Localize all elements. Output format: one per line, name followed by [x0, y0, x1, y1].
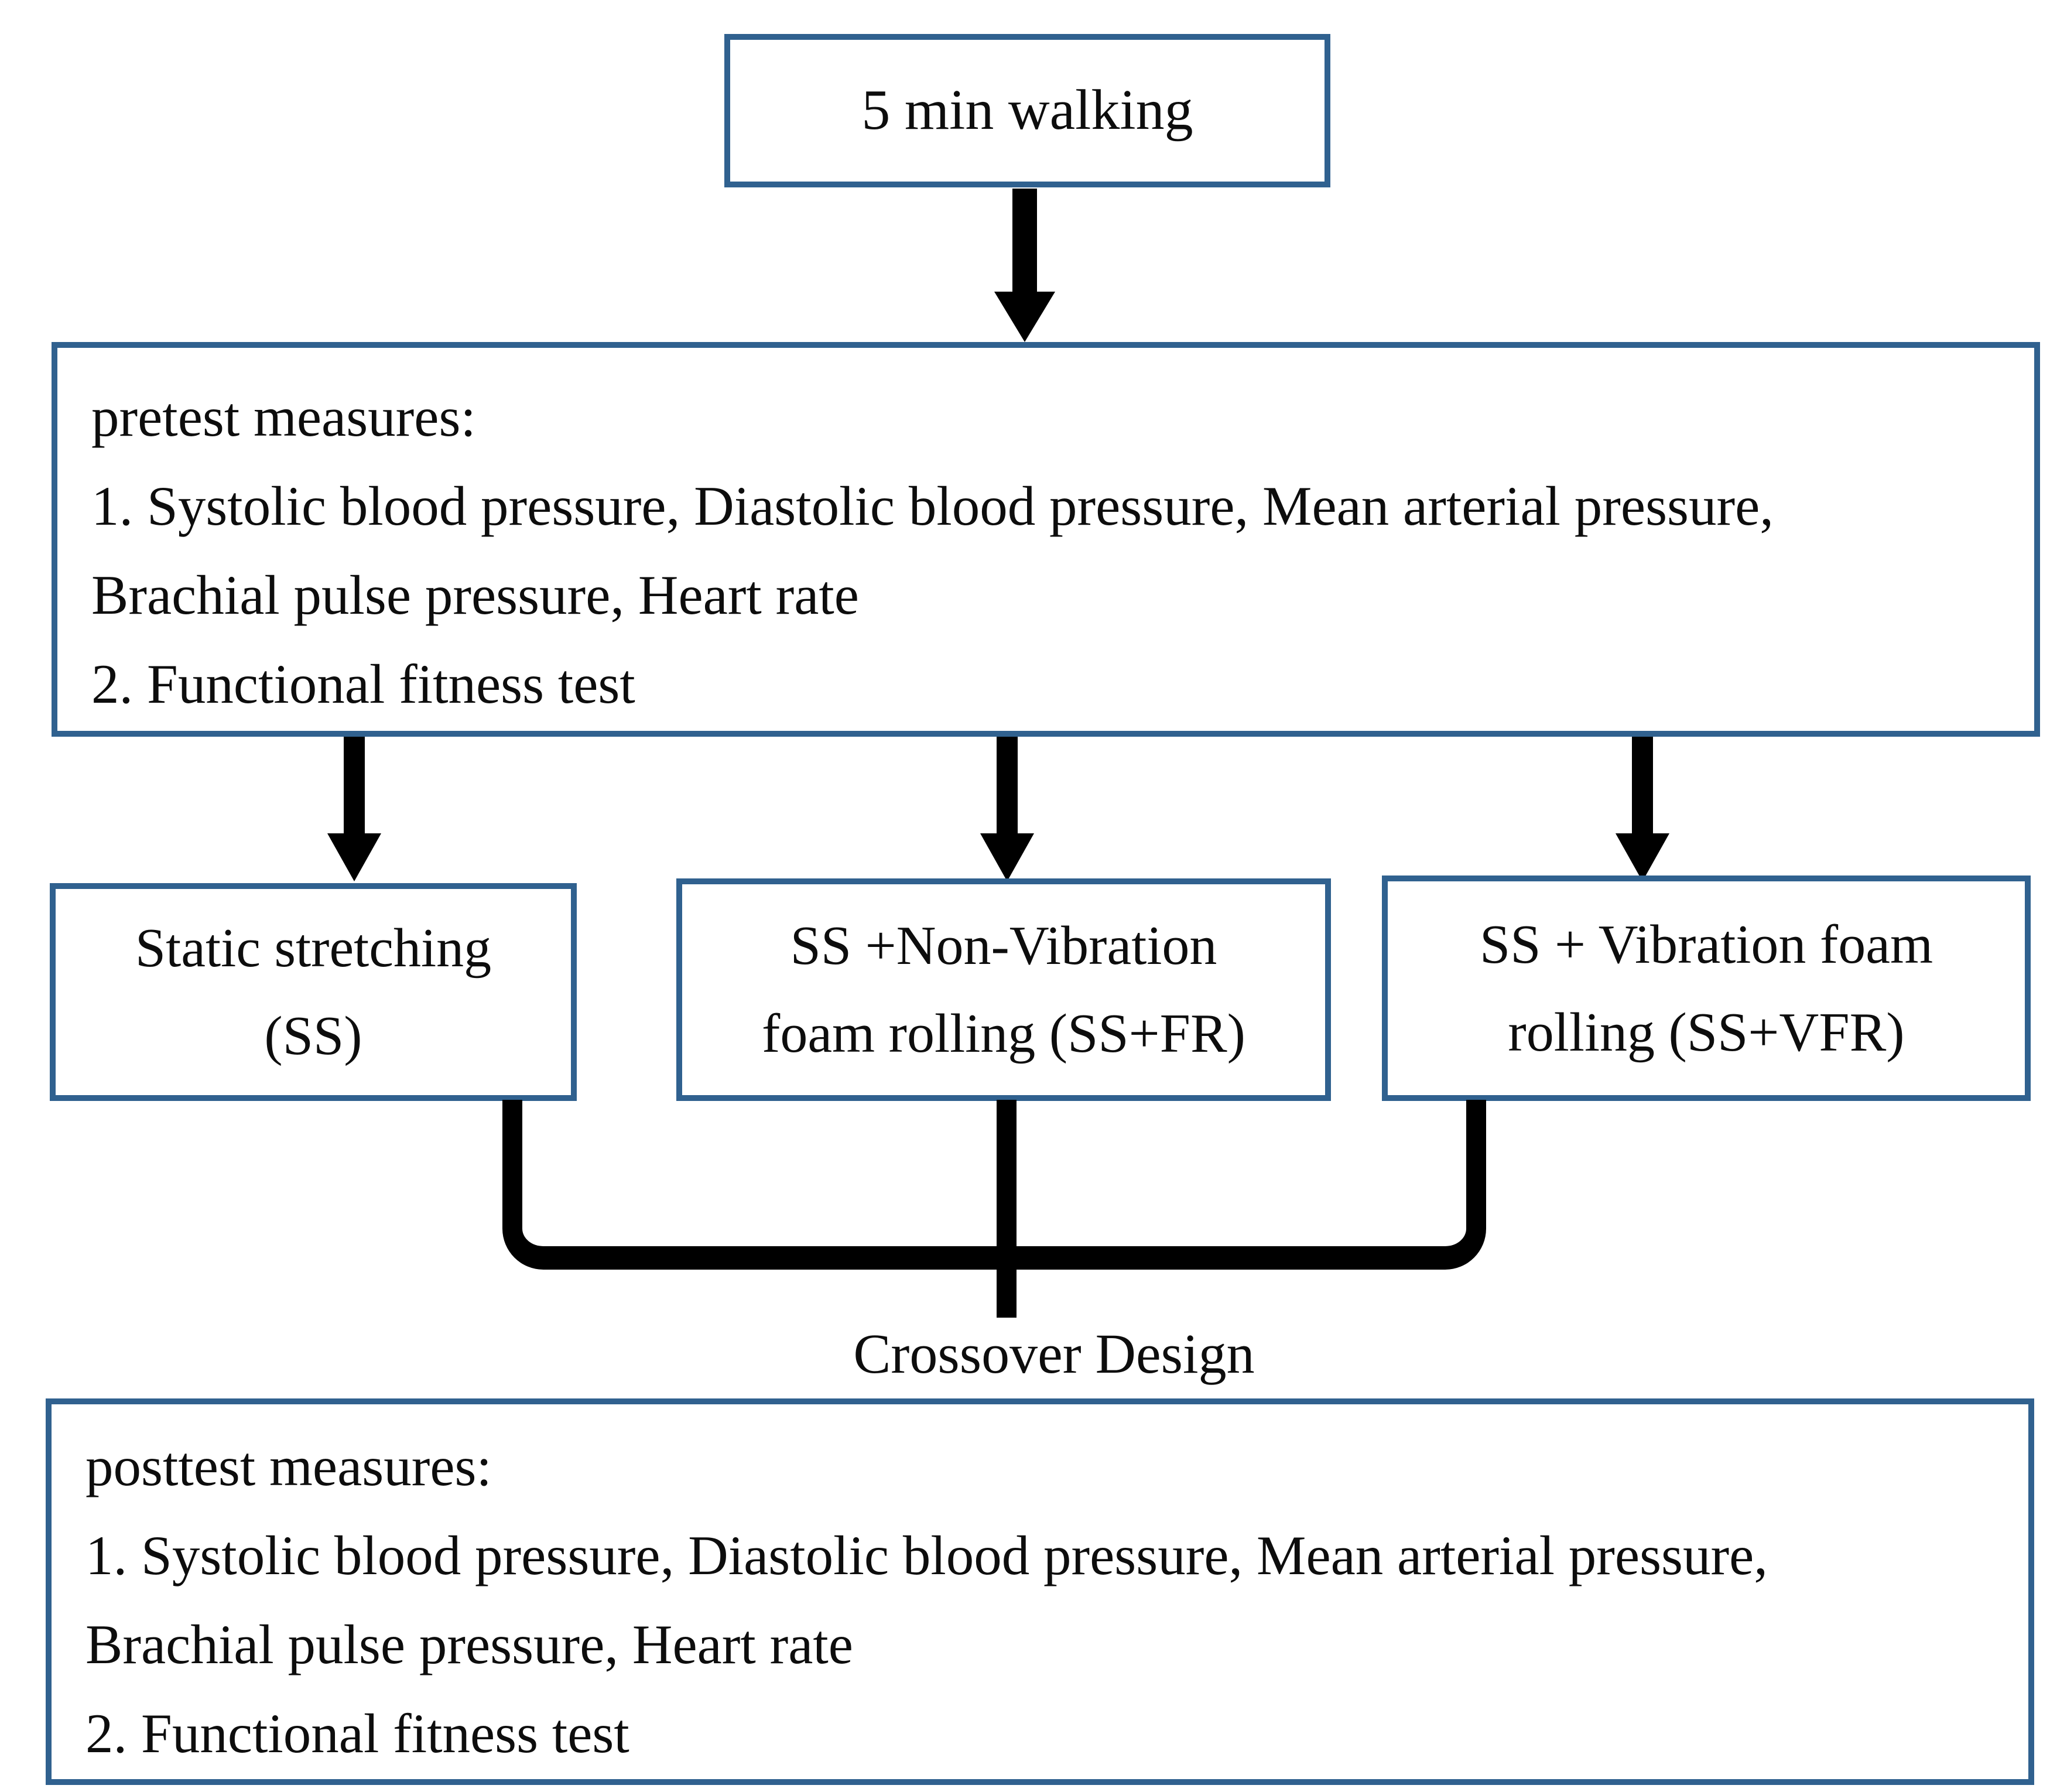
node-5-min-walking: 5 min walking [724, 34, 1330, 187]
arrow-head [994, 292, 1055, 342]
posttest-line-1: 1. Systolic blood pressure, Diastolic bl… [85, 1524, 1768, 1586]
down-arrow-icon [327, 737, 381, 881]
node-static-stretching: Static stretching (SS) [50, 883, 577, 1101]
down-arrow-icon [994, 189, 1055, 342]
ss-fr-line-2: foam rolling (SS+FR) [762, 1003, 1245, 1064]
posttest-title: posttest measures: [85, 1435, 492, 1497]
ss-vfr-line-2: rolling (SS+VFR) [1508, 1001, 1905, 1063]
crossover-bracket [502, 1100, 1486, 1270]
node-ss-fr: SS +Non-Vibration foam rolling (SS+FR) [676, 878, 1331, 1101]
ss-vfr-line-1: SS + Vibration foam [1479, 914, 1933, 975]
arrow-head [1616, 833, 1669, 881]
posttest-line-3: 2. Functional fitness test [85, 1702, 629, 1764]
crossover-stem [997, 1100, 1017, 1318]
node-ss-vfr: SS + Vibration foam rolling (SS+VFR) [1382, 876, 2031, 1101]
down-arrow-icon [980, 737, 1034, 881]
node-5-min-walking-label: 5 min walking [861, 78, 1193, 142]
crossover-design-label: Crossover Design [853, 1322, 1255, 1385]
arrow-shaft [344, 737, 365, 833]
static-stretching-line-1: Static stretching [135, 918, 492, 979]
static-stretching-line-2: (SS) [264, 1006, 362, 1066]
pretest-title: pretest measures: [91, 386, 476, 448]
arrow-shaft [997, 737, 1018, 833]
pretest-line-3: 2. Functional fitness test [91, 653, 635, 715]
arrow-shaft [1012, 189, 1037, 292]
arrow-head [327, 833, 381, 881]
arrow-head [980, 833, 1034, 881]
posttest-line-2: Brachial pulse pressure, Heart rate [85, 1613, 853, 1675]
down-arrow-icon [1616, 737, 1669, 881]
node-posttest-measures: posttest measures: 1. Systolic blood pre… [46, 1398, 2034, 1785]
pretest-line-2: Brachial pulse pressure, Heart rate [91, 564, 859, 626]
arrow-shaft [1632, 737, 1653, 833]
pretest-line-1: 1. Systolic blood pressure, Diastolic bl… [91, 475, 1774, 537]
ss-fr-line-1: SS +Non-Vibration [790, 915, 1217, 976]
node-pretest-measures: pretest measures: 1. Systolic blood pres… [52, 342, 2040, 737]
